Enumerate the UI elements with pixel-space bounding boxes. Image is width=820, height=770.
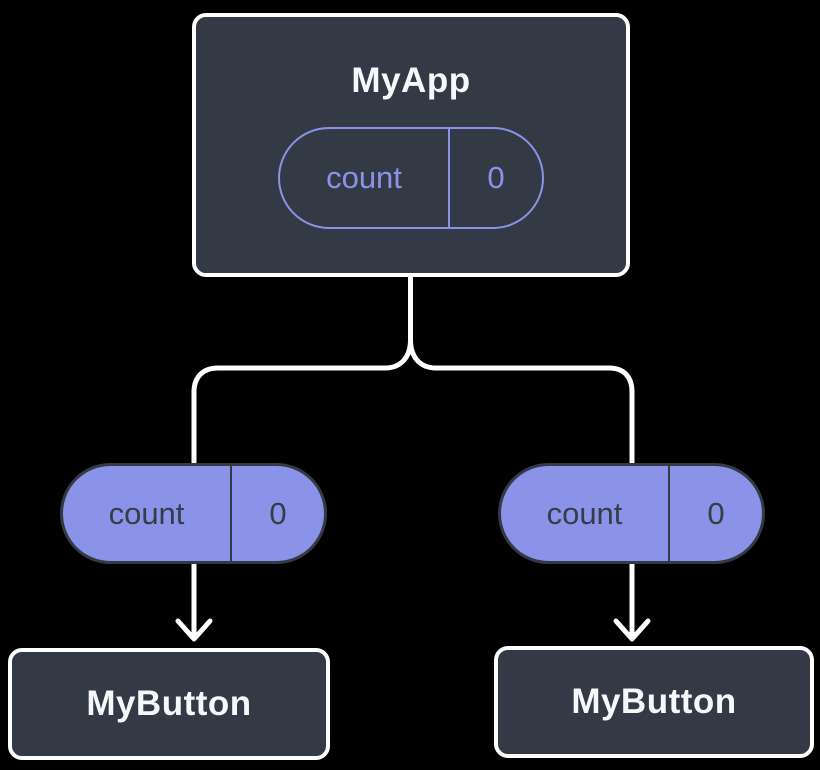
prop-pill-name: count (501, 466, 670, 561)
arrow-down-right-icon (613, 561, 651, 642)
branch-line-right (408, 276, 635, 465)
component-box-mybutton-right: MyButton (494, 646, 814, 758)
component-box-myapp: MyApp count 0 (192, 13, 630, 277)
component-title: MyApp (351, 61, 471, 100)
state-pill: count 0 (278, 127, 544, 229)
prop-pill-right: count 0 (498, 463, 765, 564)
prop-pill-left: count 0 (60, 463, 327, 564)
prop-pill-value: 0 (269, 495, 287, 531)
prop-pill-value: 0 (707, 495, 725, 531)
branch-line-left (191, 276, 413, 465)
component-box-mybutton-left: MyButton (8, 648, 330, 760)
state-pill-value: 0 (487, 160, 505, 195)
arrow-down-left-icon (175, 561, 213, 642)
prop-pill-name: count (63, 466, 232, 561)
component-title: MyButton (571, 682, 737, 721)
state-pill-name: count (280, 129, 450, 227)
component-title: MyButton (86, 684, 252, 723)
